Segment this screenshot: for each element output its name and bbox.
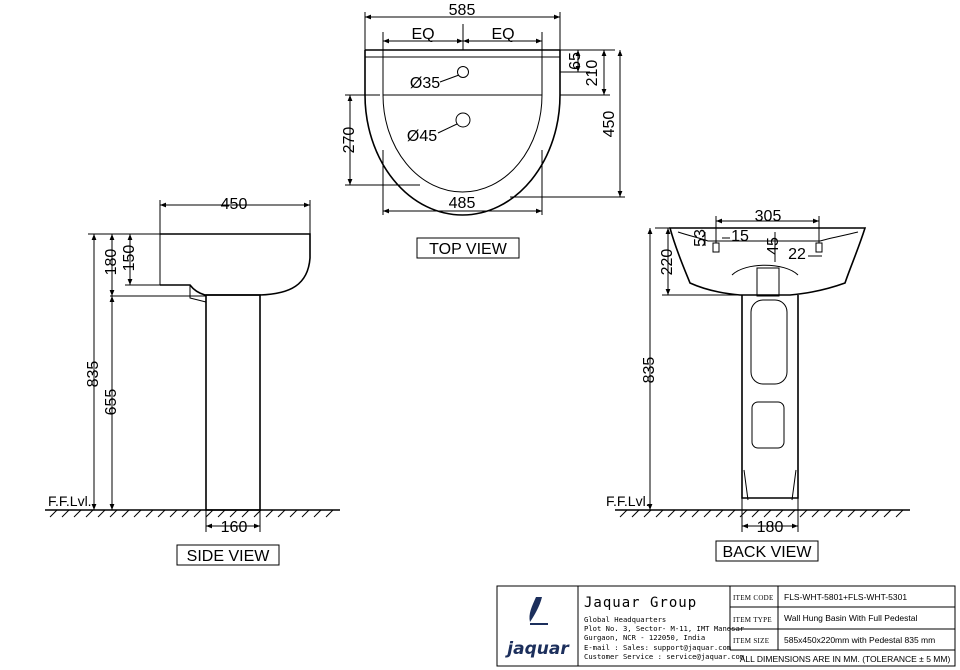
side-view-floor-label: F.F.Lvl. bbox=[48, 493, 92, 509]
top-view-tap-depth-dim: 210 bbox=[584, 60, 601, 87]
top-view-eq-right: EQ bbox=[491, 26, 514, 43]
address-line-4: E-mail : Sales: support@jaquar.com bbox=[584, 643, 731, 652]
back-view-fixing-spacing-dim: 305 bbox=[755, 208, 782, 225]
back-view-total-height-dim: 835 bbox=[641, 357, 658, 384]
address-line-3: Gurgaon, NCR - 122050, India bbox=[584, 633, 705, 642]
side-view-label-box bbox=[176, 544, 280, 566]
item-code-value: FLS-WHT-5801+FLS-WHT-5301 bbox=[784, 592, 907, 602]
back-view-waste-offset-dim: 45 bbox=[765, 237, 782, 255]
jaquar-logo: jaquar bbox=[504, 597, 570, 659]
top-view-waste-hole-dim: Ø45 bbox=[407, 128, 437, 145]
back-view-dimensions bbox=[647, 216, 822, 532]
side-view-dimensions bbox=[88, 200, 311, 532]
top-view-eq-left: EQ bbox=[411, 26, 434, 43]
top-view-width-dim: 585 bbox=[449, 2, 476, 19]
address-line-2: Plot No. 3, Sector- M-11, IMT Manesar bbox=[584, 624, 745, 633]
side-view-label: SIDE VIEW bbox=[187, 548, 271, 565]
item-size-label: ITEM SIZE bbox=[733, 637, 769, 645]
side-view-total-height-dim: 835 bbox=[85, 361, 102, 388]
top-view-tap-hole-dim: Ø35 bbox=[410, 75, 440, 92]
back-view-fixing-size-dim: 22 bbox=[788, 246, 806, 263]
side-view-depth-dim: 450 bbox=[221, 196, 248, 213]
dimensions-note: ALL DIMENSIONS ARE IN MM. (TOLERANCE ± 5… bbox=[740, 654, 951, 664]
back-view-label: BACK VIEW bbox=[723, 544, 813, 561]
top-view-bowl-width-dim: 485 bbox=[449, 195, 476, 212]
top-view: 585 EQ EQ 65 210 450 270 485 Ø35 Ø45 TOP… bbox=[341, 2, 625, 259]
company-name: Jaquar Group bbox=[584, 595, 697, 611]
back-view: 305 53 15 45 22 220 835 180 F.F.Lvl. BAC… bbox=[606, 208, 910, 562]
back-view-outline bbox=[615, 227, 910, 518]
top-view-label: TOP VIEW bbox=[429, 241, 508, 258]
back-view-pedestal-width-dim: 180 bbox=[757, 519, 784, 536]
item-code-label: ITEM CODE bbox=[733, 594, 774, 602]
back-view-fixing-drop-dim: 53 bbox=[692, 229, 709, 247]
side-view-outline bbox=[45, 233, 340, 518]
brand-wordmark: jaquar bbox=[504, 639, 570, 659]
side-view-basin-height-dim: 180 bbox=[103, 249, 120, 276]
top-view-dimensions bbox=[345, 12, 625, 215]
top-view-basin-outline bbox=[364, 24, 561, 216]
top-view-tap-offset-dim: 65 bbox=[567, 52, 584, 70]
back-view-basin-height-dim: 220 bbox=[659, 249, 676, 276]
address-line-1: Global Headquarters bbox=[584, 615, 666, 624]
side-view-pedestal-height-dim: 655 bbox=[103, 389, 120, 416]
item-type-label: ITEM TYPE bbox=[733, 616, 772, 624]
back-view-fixing-hole-dim: 15 bbox=[731, 228, 749, 245]
top-view-bowl-depth-dim: 270 bbox=[341, 127, 358, 154]
side-view-pedestal-width-dim: 160 bbox=[221, 519, 248, 536]
top-view-label-box bbox=[416, 237, 520, 259]
side-view-bowl-height-dim: 150 bbox=[121, 245, 138, 272]
item-type-value: Wall Hung Basin With Full Pedestal bbox=[784, 613, 917, 623]
back-view-floor-label: F.F.Lvl. bbox=[606, 493, 650, 509]
back-view-label-box bbox=[715, 540, 819, 562]
address-line-5: Customer Service : service@jaquar.com bbox=[584, 652, 744, 661]
title-block: jaquar Jaquar Group Global Headquarters … bbox=[496, 585, 956, 667]
item-size-value: 585x450x220mm with Pedestal 835 mm bbox=[784, 635, 935, 645]
side-view: 450 180 150 835 655 160 F.F.Lvl. SIDE VI… bbox=[45, 196, 340, 566]
top-view-depth-dim: 450 bbox=[601, 111, 618, 138]
